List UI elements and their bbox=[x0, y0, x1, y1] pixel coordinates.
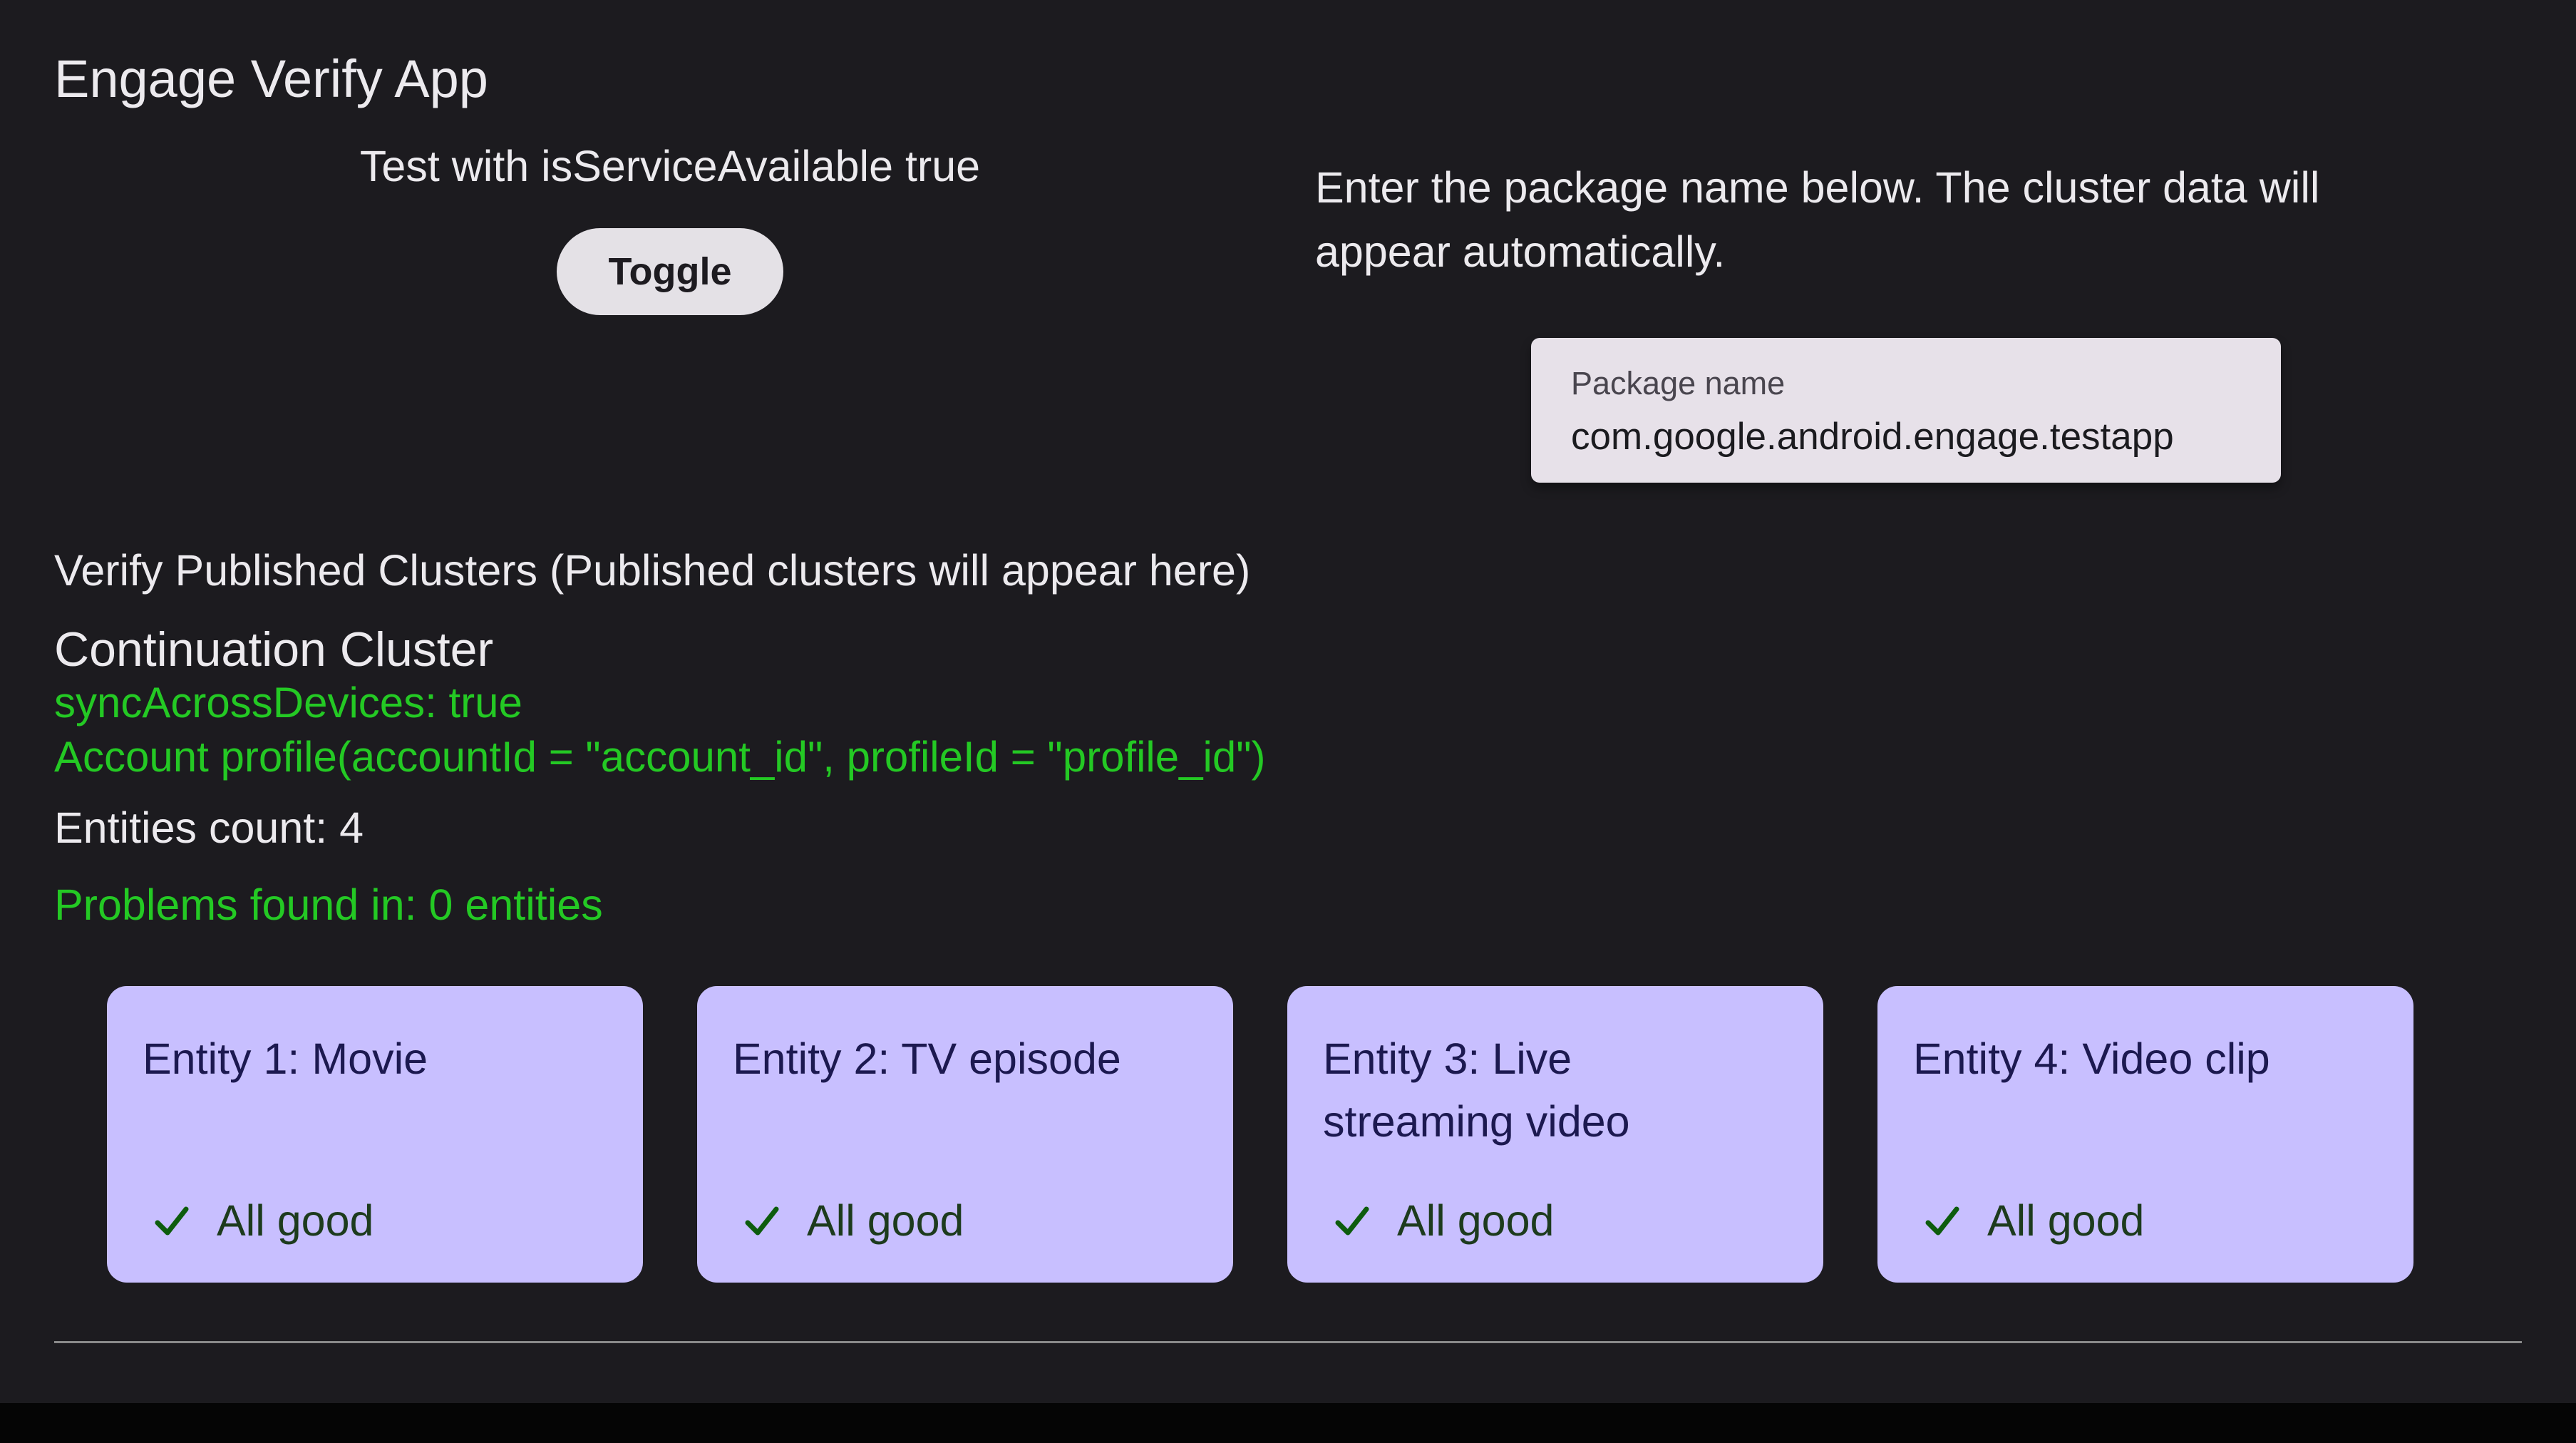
service-availability-section: Test with isServiceAvailable true Toggle bbox=[0, 141, 1340, 315]
package-instructions: Enter the package name below. The cluste… bbox=[1315, 163, 2320, 276]
check-icon bbox=[741, 1200, 783, 1241]
check-icon bbox=[1331, 1200, 1373, 1241]
entity-card: Entity 4: Video clip All good bbox=[1877, 986, 2413, 1283]
check-icon bbox=[1922, 1200, 1963, 1241]
entity-card: Entity 2: TV episode All good bbox=[697, 986, 1233, 1283]
entity-status-label: All good bbox=[807, 1196, 964, 1245]
entity-card: Entity 3: Live streaming video All good bbox=[1287, 986, 1823, 1283]
package-name-label: Package name bbox=[1571, 365, 1786, 401]
entity-status-label: All good bbox=[1987, 1196, 2145, 1245]
entity-card-title: Entity 1: Movie bbox=[143, 1034, 428, 1083]
verify-clusters-heading: Verify Published Clusters (Published clu… bbox=[54, 546, 1251, 595]
problems-found-line: Problems found in: 0 entities bbox=[54, 880, 603, 929]
entity-card: Entity 1: Movie All good bbox=[107, 986, 643, 1283]
package-name-input[interactable] bbox=[1571, 415, 2252, 458]
entity-status: All good bbox=[151, 1196, 373, 1246]
divider bbox=[54, 1341, 2522, 1343]
entity-card-title: Entity 2: TV episode bbox=[733, 1034, 1121, 1083]
bottom-inset-bar bbox=[0, 1403, 2576, 1443]
entities-count: Entities count: 4 bbox=[54, 803, 364, 852]
cluster-meta: syncAcrossDevices: true Account profile(… bbox=[54, 676, 1265, 784]
check-icon bbox=[151, 1200, 192, 1241]
entity-status: All good bbox=[741, 1196, 964, 1246]
service-availability-label: Test with isServiceAvailable true bbox=[359, 142, 981, 190]
entity-card-title: Entity 3: Live streaming video bbox=[1323, 1034, 1630, 1146]
account-profile-line: Account profile(accountId = "account_id"… bbox=[54, 733, 1266, 781]
cluster-title: Continuation Cluster bbox=[54, 622, 494, 677]
package-name-field[interactable]: Package name bbox=[1531, 338, 2281, 483]
sync-across-devices-line: syncAcrossDevices: true bbox=[54, 679, 522, 726]
entity-status: All good bbox=[1922, 1196, 2144, 1246]
entity-card-title: Entity 4: Video clip bbox=[1913, 1034, 2270, 1083]
entity-cards-row: Entity 1: Movie All good Entity 2: TV ep… bbox=[107, 986, 2413, 1283]
entity-status-label: All good bbox=[1397, 1196, 1555, 1245]
toggle-button[interactable]: Toggle bbox=[557, 228, 783, 315]
page-title: Engage Verify App bbox=[54, 49, 488, 108]
entity-status-label: All good bbox=[217, 1196, 374, 1245]
entity-status: All good bbox=[1331, 1196, 1554, 1246]
